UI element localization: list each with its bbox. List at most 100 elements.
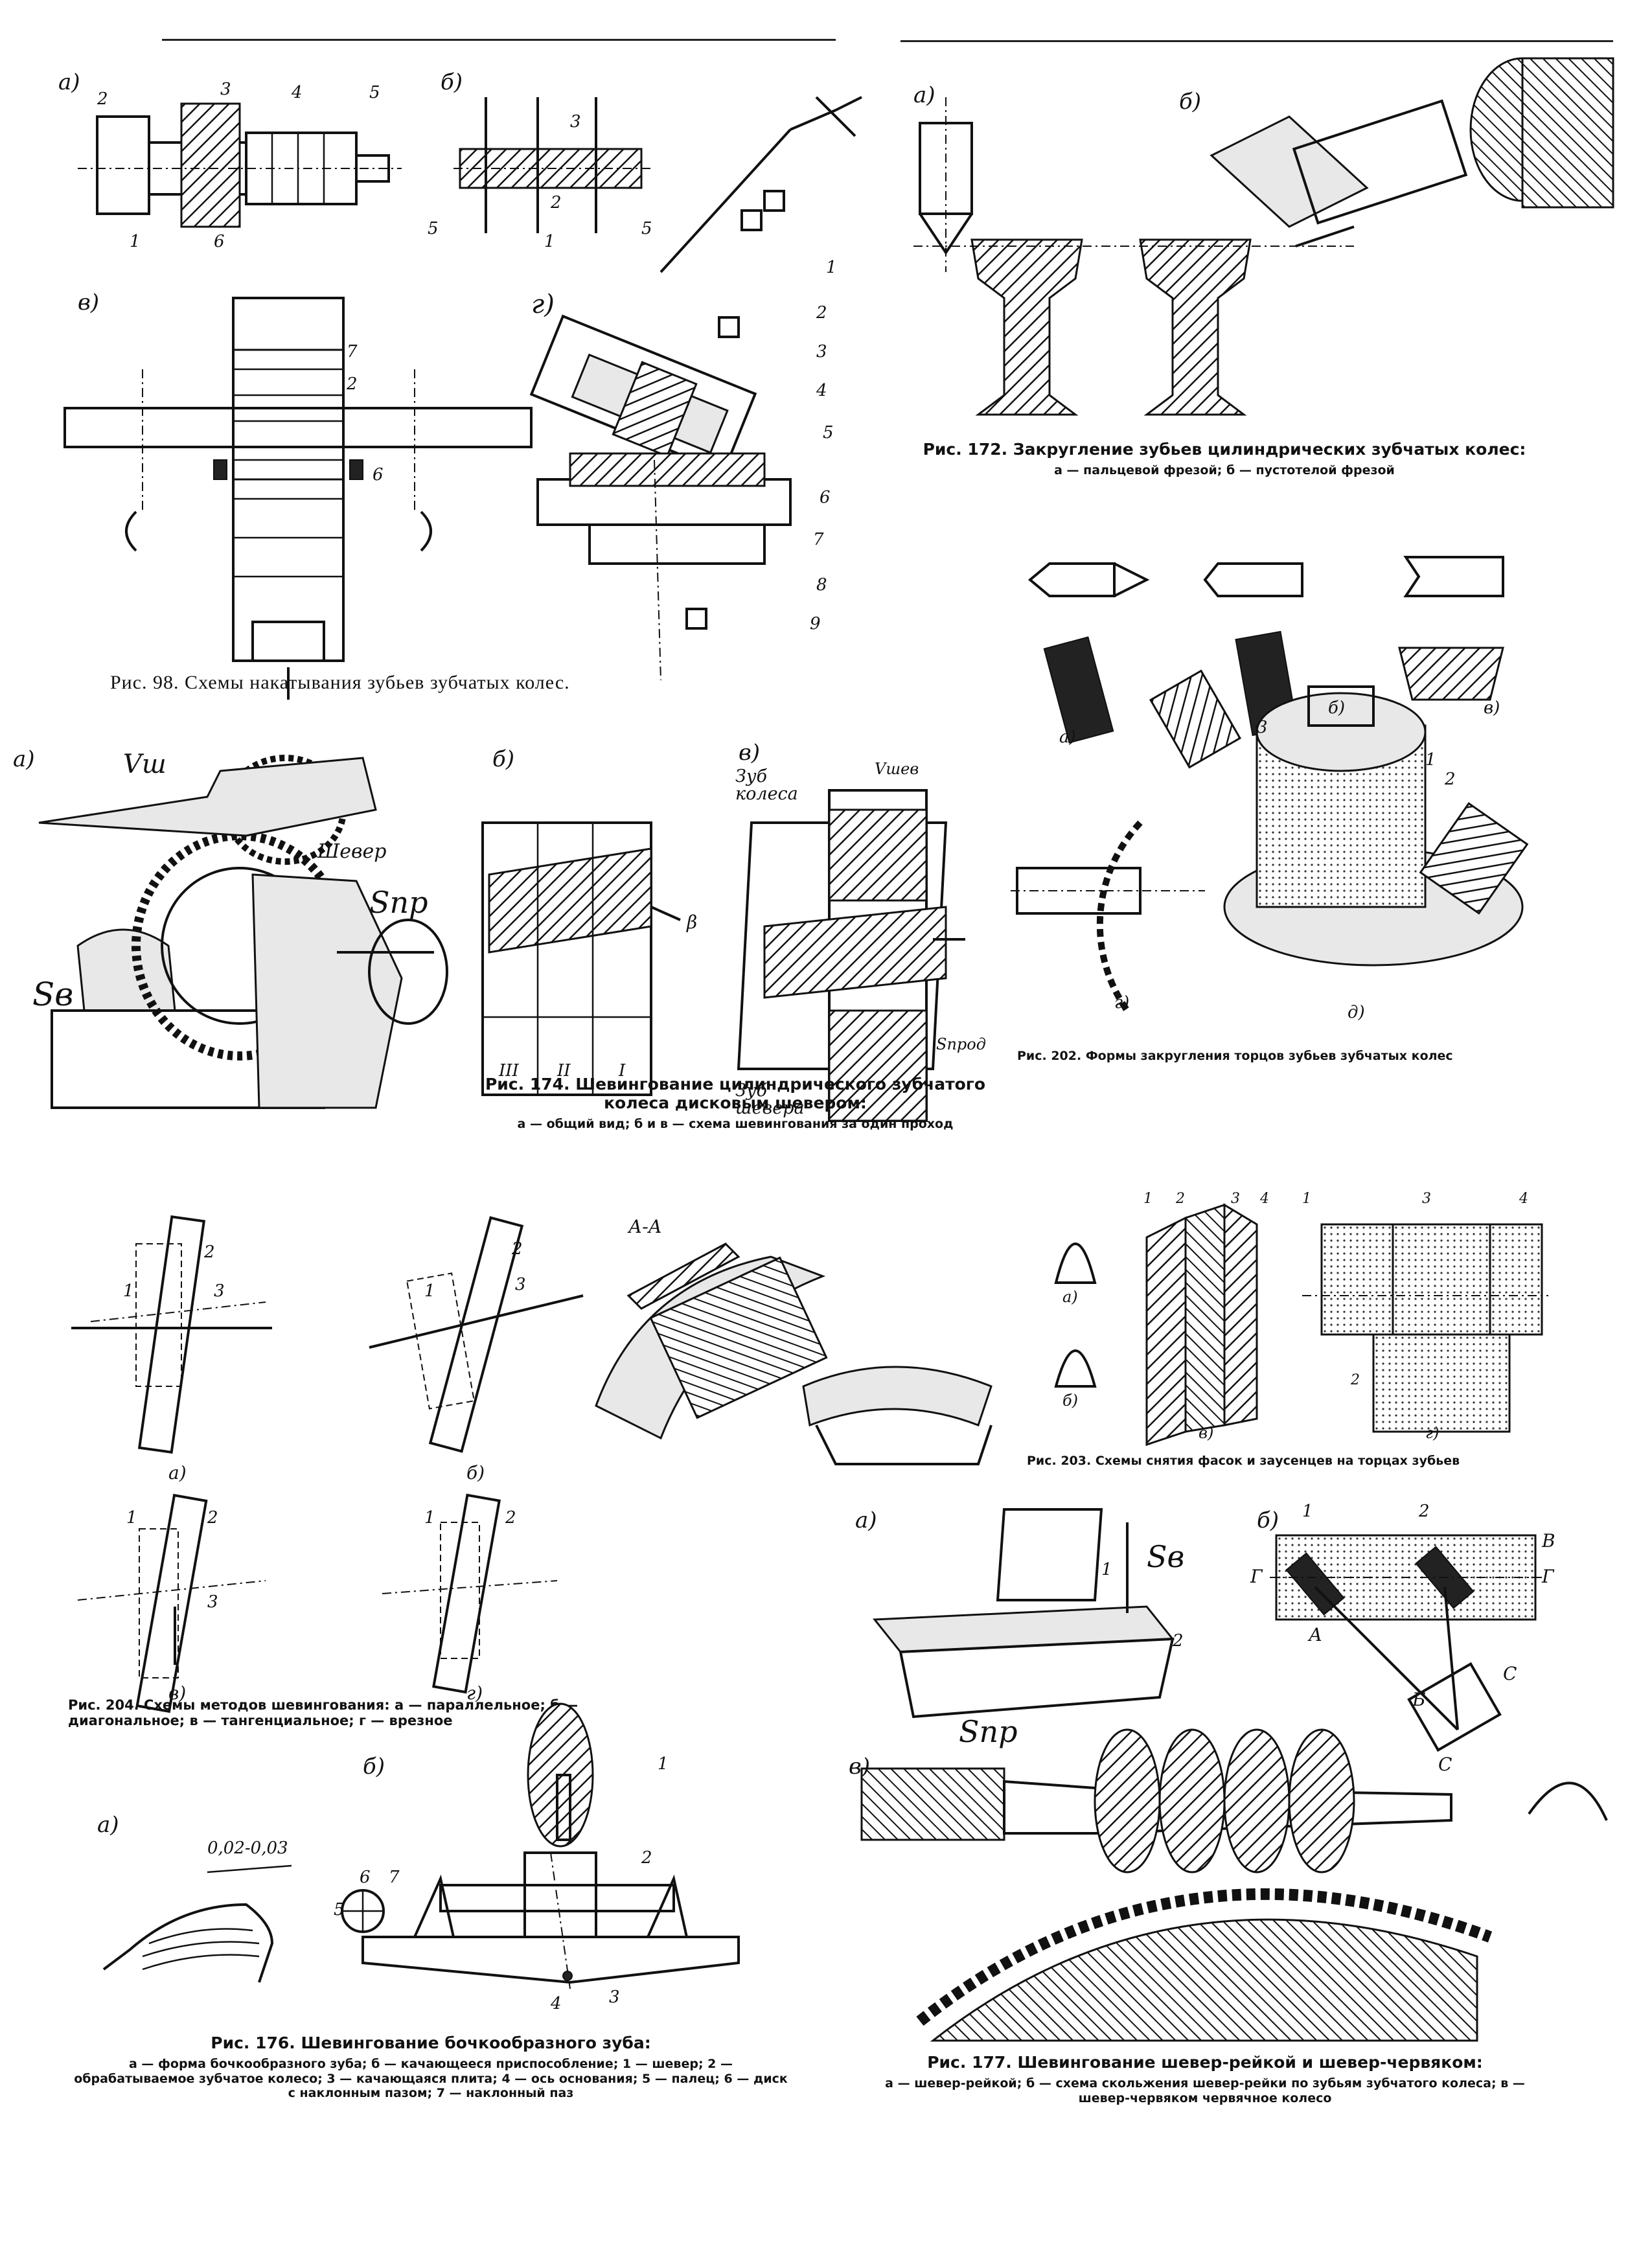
fig204-num-2g: 2 [505, 1508, 516, 1528]
fig98-num-6a: 6 [214, 232, 225, 251]
fig98-num-2v: 2 [347, 374, 358, 394]
fig177-label-c-top: С [1503, 1663, 1517, 1684]
fig202-num-2: 2 [1445, 770, 1456, 789]
fig98-num-5c: 5 [641, 219, 652, 238]
fig177-label-a: А [1309, 1624, 1323, 1645]
fig98-num-5a: 5 [369, 83, 380, 102]
fig172-panel-a: а) [913, 82, 935, 108]
fig174-subtitle: а — общий вид; б и в — схема шевинговани… [517, 1116, 954, 1131]
fig98-num-3a: 3 [220, 80, 231, 99]
fig174-label-spr: Sпр [369, 885, 428, 920]
fig176-title: Рис. 176. Шевингование бочкообразного зу… [211, 2033, 651, 2052]
fig177-caption: Рис. 177. Шевингование шевер-рейкой и ше… [862, 2053, 1548, 2105]
fig204-num-1b: 1 [424, 1281, 435, 1301]
fig203-panel-b: б) [1062, 1392, 1079, 1410]
figure-174-drawing [38, 755, 965, 1122]
fig98-num-1a: 1 [130, 232, 141, 251]
fig172-subtitle: а — пальцевой фрезой; б — пустотелой фре… [1054, 463, 1395, 477]
fig176-dimension: 0,02-0,03 [207, 1838, 288, 1858]
fig176-num-5: 5 [334, 1900, 345, 1919]
fig98-panel-v: в) [78, 290, 100, 315]
fig176-num-4: 4 [551, 1994, 562, 2013]
fig202-panel-d: д) [1348, 1003, 1365, 1022]
fig98-num-6v: 6 [373, 465, 384, 485]
fig177-num-2a: 2 [1173, 1631, 1184, 1651]
fig176-caption: Рис. 176. Шевингование бочкообразного зу… [71, 2033, 790, 2101]
fig174-label-sv: Sв [32, 976, 74, 1013]
fig172-caption: Рис. 172. Закругление зубьев цилиндричес… [901, 440, 1548, 478]
fig177-label-v: В [1542, 1530, 1555, 1552]
fig98-num-2a: 2 [97, 89, 108, 109]
fig98-num-8g: 8 [816, 575, 827, 595]
fig202-panel-b: б) [1328, 698, 1346, 718]
figure-174: а) б) в) Vш Шевер Sпр Sв β III II I Зуб … [13, 732, 998, 1140]
fig98-num-7g: 7 [813, 530, 824, 549]
fig202-title: Рис. 202. Формы закругления торцов зубье… [1017, 1049, 1453, 1063]
fig177-title: Рис. 177. Шевингование шевер-рейкой и ше… [927, 2053, 1483, 2072]
fig98-num-3g: 3 [816, 342, 827, 361]
fig98-num-7v: 7 [347, 342, 358, 361]
fig98-num-1g: 1 [826, 258, 837, 277]
fig177-num-1b: 1 [1302, 1502, 1313, 1521]
fig204-caption: Рис. 204. Схемы методов шевингования: а … [68, 1697, 586, 1728]
figure-177: а) б) в) Sв Sпр 1 2 1 2 Г Г В А Б С С [836, 1483, 1613, 2042]
fig204-title: Рис. 204. Схемы методов шевингования: а … [68, 1697, 579, 1729]
fig177-panel-v: в) [849, 1754, 871, 1780]
fig98-num-9g: 9 [810, 614, 821, 634]
fig203-num-2a: 2 [1176, 1191, 1185, 1207]
fig174-roman-2: II [557, 1061, 571, 1081]
fig176-panel-b: б) [363, 1754, 385, 1780]
fig204-num-3v: 3 [207, 1592, 218, 1612]
fig202-panel-g: г) [1114, 993, 1130, 1013]
fig174-roman-3: III [499, 1061, 519, 1081]
fig98-num-4g: 4 [816, 381, 827, 400]
fig204-num-1a: 1 [123, 1281, 134, 1301]
fig176-num-6: 6 [360, 1868, 371, 1887]
fig204-panel-b: б) [466, 1462, 485, 1483]
fig98-panel-a: а) [58, 69, 80, 95]
fig204-num-3b: 3 [515, 1275, 526, 1294]
fig204-num-2b: 2 [512, 1239, 523, 1259]
figure-204-drawing [71, 1215, 992, 1713]
fig202-panel-v: в) [1484, 698, 1500, 718]
fig174-title: Рис. 174. Шевингование цилиндрического з… [485, 1075, 986, 1112]
fig204-panel-g: г) [466, 1682, 483, 1704]
fig174-panel-b: б) [492, 746, 515, 772]
fig176-num-3: 3 [609, 1987, 620, 2007]
fig98-num-5b: 5 [428, 219, 439, 238]
fig204-num-3a: 3 [214, 1281, 225, 1301]
fig174-label-sprod: Sпрод [936, 1035, 986, 1053]
fig174-label-vshev: Vшев [875, 760, 919, 778]
fig172-panel-b: б) [1179, 89, 1202, 115]
fig203-title: Рис. 203. Схемы снятия фасок и заусенцев… [1027, 1454, 1460, 1468]
fig203-caption: Рис. 203. Схемы снятия фасок и заусенцев… [1027, 1454, 1519, 1469]
figure-172-drawing [913, 57, 1614, 416]
fig176-num-1: 1 [658, 1754, 669, 1774]
fig177-label-sv: Sв [1147, 1539, 1185, 1574]
fig98-num-6g: 6 [820, 488, 831, 507]
fig174-roman-1: I [619, 1061, 626, 1081]
fig174-panel-a: а) [13, 746, 35, 772]
fig177-label-c-bottom: С [1438, 1754, 1452, 1775]
figure-202: а) б) в) г) д) 3 1 2 [1011, 544, 1613, 1030]
fig203-panel-a: а) [1062, 1288, 1078, 1306]
fig177-label-b: Б [1412, 1689, 1426, 1710]
fig203-panel-g: г) [1425, 1424, 1440, 1442]
fig176-num-7: 7 [389, 1868, 400, 1887]
fig177-num-2b: 2 [1419, 1502, 1430, 1521]
fig204-num-2v: 2 [207, 1508, 218, 1528]
fig203-num-3a: 3 [1231, 1191, 1240, 1207]
fig98-panel-g: г) [531, 290, 555, 319]
figure-176: а) б) 0,02-0,03 1 2 3 4 5 6 7 [78, 1702, 790, 2021]
fig203-panel-v: в) [1199, 1424, 1214, 1442]
figure-98: а) б) в) г) 2 3 4 5 1 6 5 3 2 1 5 7 2 6 … [39, 58, 868, 706]
fig98-num-4a: 4 [292, 83, 303, 102]
fig176-num-2: 2 [641, 1848, 652, 1868]
fig204-panel-a: а) [168, 1462, 187, 1483]
fig172-title: Рис. 172. Закругление зубьев цилиндричес… [923, 440, 1526, 459]
fig202-panel-a: а) [1059, 727, 1076, 747]
fig98-num-1b: 1 [544, 232, 555, 251]
figure-203-drawing [1054, 1203, 1548, 1447]
fig174-label-shaver: Шевер [317, 840, 387, 863]
fig203-num-4g: 4 [1519, 1191, 1528, 1207]
